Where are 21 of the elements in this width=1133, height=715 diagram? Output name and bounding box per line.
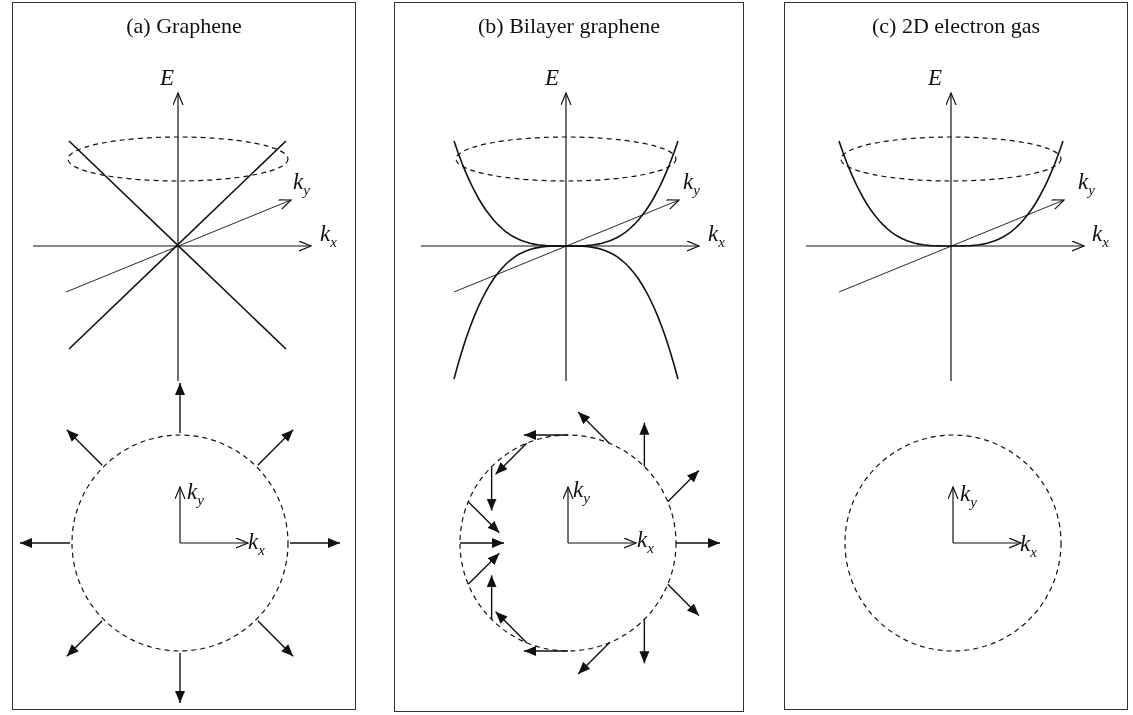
panel-title: (b) Bilayer graphene	[477, 13, 661, 39]
axis-label: E	[928, 66, 943, 89]
axis-label: k$_{y}$	[960, 482, 977, 510]
axis-label: k$_{x}$	[637, 528, 654, 556]
panel-frame	[394, 2, 744, 712]
axis-label: k$_{y}$	[683, 170, 700, 198]
axis-label: E	[160, 66, 175, 89]
axis-label: k$_{y}$	[573, 478, 590, 506]
axis-label: k$_{x}$	[248, 530, 265, 558]
panel-frame	[12, 2, 356, 710]
axis-label: k$_{x}$	[708, 222, 725, 250]
axis-label: k$_{x}$	[1092, 222, 1109, 250]
panel-title: (c) 2D electron gas	[871, 13, 1041, 39]
axis-label: k$_{x}$	[1020, 532, 1037, 560]
axis-label: k$_{x}$	[320, 222, 337, 250]
axis-label: E	[545, 66, 560, 89]
panel-title: (a) Graphene	[125, 13, 243, 39]
axis-label: k$_{y}$	[187, 480, 204, 508]
axis-label: k$_{y}$	[1078, 170, 1095, 198]
panel-frame	[784, 2, 1128, 710]
axis-label: k$_{y}$	[293, 170, 310, 198]
